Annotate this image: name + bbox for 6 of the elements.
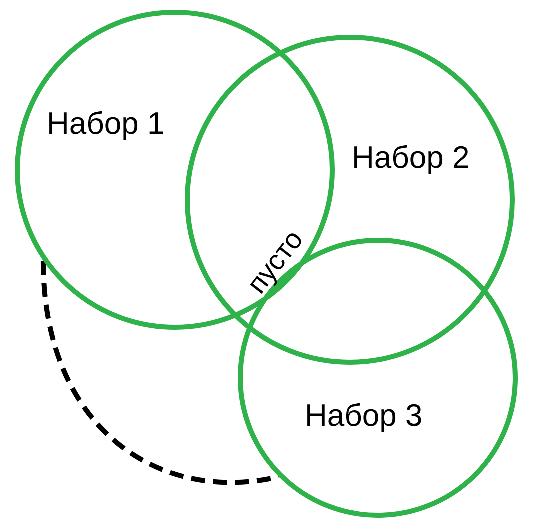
set-label: Набор 2 [352, 142, 470, 173]
set-label: Набор 3 [305, 400, 423, 431]
set-circle [15, 10, 335, 330]
dashed-connector [40, 260, 280, 485]
set-label: Набор 1 [47, 108, 165, 139]
set-circle [185, 35, 515, 365]
